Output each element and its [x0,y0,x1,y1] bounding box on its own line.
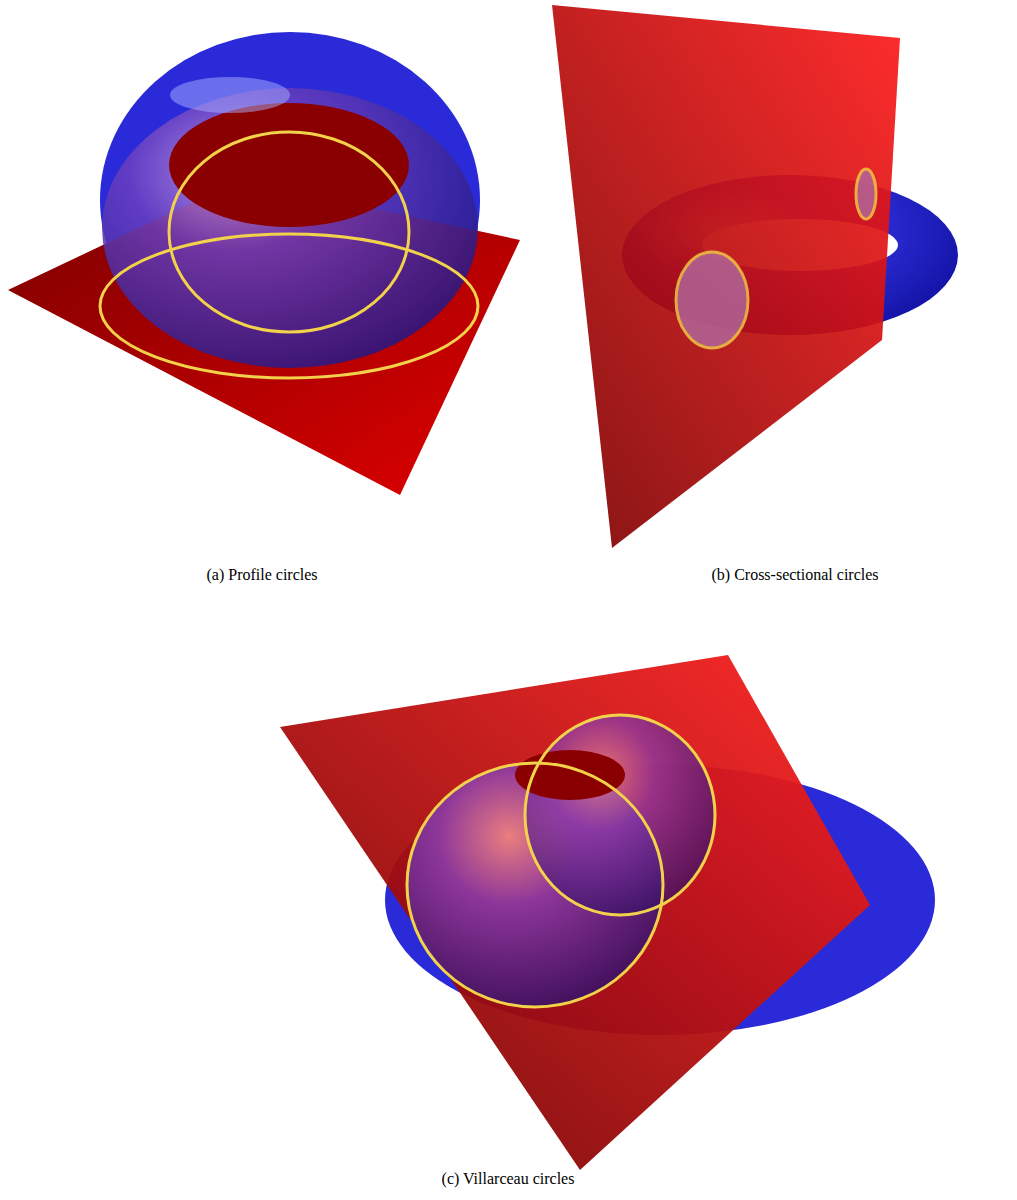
figure-caption: (b) Cross-sectional circles [709,566,880,584]
villarceau-circle [407,763,663,1007]
profile-circle [169,132,409,332]
torus-lower-half [102,88,478,368]
panel-b [552,5,958,548]
figure-caption: (c) Villarceau circles [440,1170,577,1188]
highlight [170,77,290,113]
cross-section-circle [856,169,876,219]
figure-caption: (a) Profile circles [204,566,319,584]
oblique-plane [280,655,870,1170]
villarceau-circle [525,715,715,915]
torus-body [100,32,480,368]
torus-tube [525,715,715,915]
cross-section-circle [676,252,748,348]
panel-a [8,32,520,495]
torus-hole [169,103,409,227]
panel-c [280,655,935,1170]
vertical-plane [552,5,900,548]
profile-circle [100,234,478,378]
